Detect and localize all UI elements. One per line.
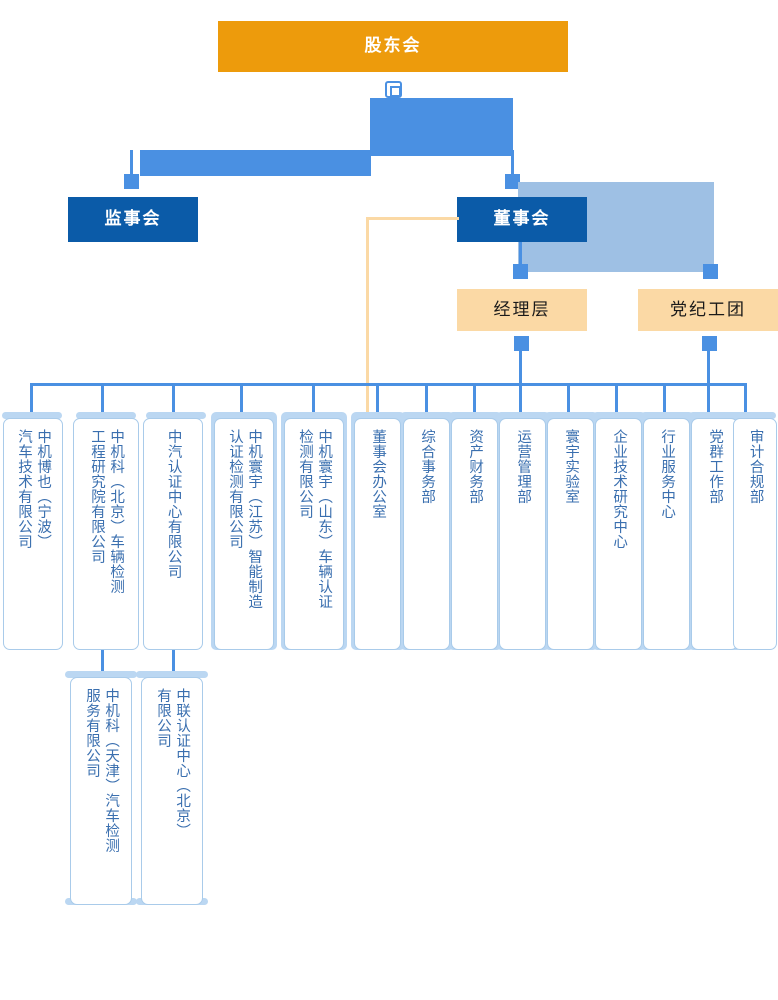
connector-orange-horizontal: [366, 217, 459, 220]
connector-drop-13: [707, 383, 710, 417]
leaf-label: 企业技术研究中心: [611, 429, 628, 549]
leaf-yunying-guanlibu[interactable]: 运营管理部: [499, 418, 546, 650]
connector-drop-7: [425, 383, 428, 417]
leaf-label: 中联认证中心（北京） 有限公司: [155, 688, 191, 838]
connector-drop-1: [30, 383, 33, 417]
leaf-zhongqi-renzheng[interactable]: 中汽认证中心有限公司: [143, 418, 203, 650]
connector-drop-4: [240, 383, 243, 417]
node-supervisors[interactable]: 监事会: [68, 197, 198, 242]
node-shareholders-label: 股东会: [364, 36, 422, 56]
leaf-glow-bot-14: [722, 412, 776, 419]
sub-leaf-glow-top-1: [65, 671, 137, 678]
connector-drop-12: [663, 383, 666, 417]
connector-sub-branch-2: [172, 650, 175, 678]
node-party-union[interactable]: 党纪工团: [638, 289, 778, 331]
connector-drop-11: [615, 383, 618, 417]
leaf-glow-top-1: [2, 412, 62, 419]
selection-handle-party-bottom[interactable]: [702, 336, 717, 351]
leaf-zhongjike-beijing[interactable]: 中机科（北京）车辆检测 工程研究院有限公司: [73, 418, 139, 650]
leaf-label: 中机博也（宁波） 汽车技术有限公司: [16, 429, 52, 549]
leaf-label: 中机寰宇（江苏）智能制造 认证检测有限公司: [227, 429, 263, 609]
leaf-label: 寰宇实验室: [563, 429, 580, 504]
selection-handle-left[interactable]: [124, 174, 139, 189]
leaf-label: 行业服务中心: [659, 429, 676, 519]
connector-drop-2: [101, 383, 104, 417]
leaf-huanyu-shiyanshi[interactable]: 寰宇实验室: [547, 418, 594, 650]
node-management-layer[interactable]: 经理层: [457, 289, 587, 331]
selection-handle-right[interactable]: [505, 174, 520, 189]
connector-directors-to-management: [519, 242, 522, 272]
leaf-dangqun-gongzuobu[interactable]: 党群工作部: [691, 418, 738, 650]
selected-connector-shape-vertical[interactable]: [370, 98, 513, 156]
connector-orange-vertical: [366, 217, 369, 417]
leaf-shenji-hegui-bu[interactable]: 审计合规部: [733, 418, 777, 650]
selection-handle-directors-bottom[interactable]: [513, 264, 528, 279]
selection-handle-management-bottom[interactable]: [514, 336, 529, 351]
leaf-zonghe-shiwubu[interactable]: 综合事务部: [403, 418, 450, 650]
connector-drop-10: [567, 383, 570, 417]
connector-party-to-bus: [707, 349, 710, 385]
selected-connector-shape-horizontal[interactable]: [140, 150, 371, 176]
connector-management-to-bus: [519, 349, 522, 385]
node-directors-label: 董事会: [493, 209, 551, 229]
leaf-glow-top-2: [76, 412, 136, 419]
connector-drop-14: [744, 383, 747, 417]
leaf-zhongji-boye-ningbo[interactable]: 中机博也（宁波） 汽车技术有限公司: [3, 418, 63, 650]
connector-shareholders-down: [130, 150, 133, 182]
leaf-dongshihui-bangongshi[interactable]: 董事会办公室: [354, 418, 401, 650]
leaf-label: 综合事务部: [419, 429, 436, 504]
connector-main-bus: [30, 383, 746, 386]
leaf-hangye-fuwu-zhongxin[interactable]: 行业服务中心: [643, 418, 690, 650]
rotation-handle-icon[interactable]: [385, 81, 402, 98]
connector-drop-6: [376, 383, 379, 417]
connector-drop-8: [473, 383, 476, 417]
leaf-label: 中机寰宇（山东）车辆认证 检测有限公司: [297, 429, 333, 609]
leaf-glow-top-3: [146, 412, 206, 419]
leaf-label: 中机科（北京）车辆检测 工程研究院有限公司: [89, 429, 125, 594]
sub-leaf-glow-top-2: [136, 671, 208, 678]
leaf-qiye-jishu-yanjiu-zhongxin[interactable]: 企业技术研究中心: [595, 418, 642, 650]
node-board-of-directors[interactable]: 董事会: [457, 197, 587, 242]
leaf-label: 党群工作部: [707, 429, 724, 504]
leaf-zhongjike-tianjin[interactable]: 中机科（天津）汽车检测 服务有限公司: [70, 677, 132, 905]
node-management-label: 经理层: [493, 299, 551, 319]
selection-handle-overlay-bottom-right[interactable]: [703, 264, 718, 279]
node-shareholders[interactable]: 股东会: [218, 21, 568, 72]
node-party-label: 党纪工团: [670, 299, 746, 319]
leaf-label: 运营管理部: [515, 429, 532, 504]
leaf-zhonglian-renzheng-beijing[interactable]: 中联认证中心（北京） 有限公司: [141, 677, 203, 905]
connector-drop-3: [172, 383, 175, 417]
connector-drop-5: [312, 383, 315, 417]
connector-sub-branch-1: [101, 650, 104, 678]
leaf-zhongji-huanyu-shandong[interactable]: 中机寰宇（山东）车辆认证 检测有限公司: [284, 418, 344, 650]
leaf-label: 审计合规部: [747, 429, 764, 504]
leaf-label: 董事会办公室: [370, 429, 387, 519]
leaf-zhongji-huanyu-jiangsu[interactable]: 中机寰宇（江苏）智能制造 认证检测有限公司: [214, 418, 274, 650]
leaf-label: 资产财务部: [467, 429, 484, 504]
leaf-zichan-caiwubu[interactable]: 资产财务部: [451, 418, 498, 650]
leaf-label: 中汽认证中心有限公司: [165, 429, 182, 579]
leaf-label: 中机科（天津）汽车检测 服务有限公司: [84, 688, 120, 853]
connector-drop-9: [519, 383, 522, 417]
node-supervisors-label: 监事会: [104, 209, 162, 229]
connector-top-right-vertical: [511, 150, 514, 182]
